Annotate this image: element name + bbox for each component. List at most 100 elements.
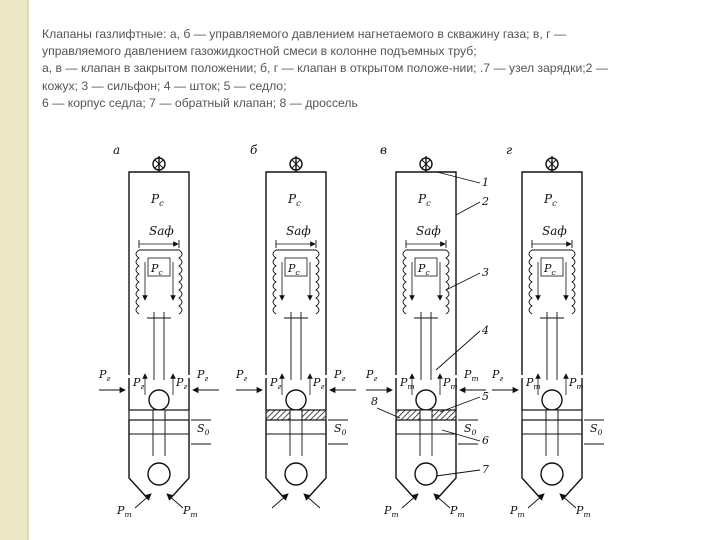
callout-7: 7 <box>482 463 489 476</box>
s-label: Sаф <box>286 224 311 238</box>
pressure-side-left: Pг <box>235 368 247 383</box>
seat-orifice <box>419 409 433 421</box>
bellows-left <box>135 249 140 315</box>
check-valve-ball <box>540 462 564 486</box>
pressure-inner-left: Pг <box>132 376 144 391</box>
pressure-side-left: Pг <box>491 368 503 383</box>
slide-left-strip <box>0 0 27 540</box>
seat-walls <box>128 378 190 410</box>
valve-housing <box>521 171 583 375</box>
leader-1 <box>436 171 481 184</box>
valve-ball <box>415 389 437 411</box>
slide-left-strip-edge <box>27 0 29 540</box>
caption-line-1: Клапаны газлифтные: а, б — управляемого … <box>42 27 567 41</box>
pressure-top: Pc <box>287 192 301 208</box>
figure-caption: Клапаны газлифтные: а, б — управляемого … <box>42 26 682 112</box>
bellows-left <box>272 249 277 315</box>
bellows-right <box>445 249 450 315</box>
pressure-side-right: Pт <box>463 368 479 383</box>
pressure-bottom-right: Pт <box>182 504 198 519</box>
seat-orifice <box>545 409 559 421</box>
bellows-left <box>528 249 533 315</box>
valve-ball <box>148 389 170 411</box>
pressure-bellows: Pc <box>287 262 300 277</box>
pressure-inner-right: Pт <box>442 376 458 391</box>
callout-1: 1 <box>482 176 489 189</box>
bellows-right <box>571 249 576 315</box>
pressure-inner-left: Pт <box>399 376 415 391</box>
check-valve-ball <box>414 462 438 486</box>
caption-line-5: 6 — корпус седла; 7 — обратный клапан; 8… <box>42 95 358 110</box>
pressure-top: Pc <box>150 192 164 208</box>
pressure-inner-right: Pг <box>312 376 324 391</box>
caption-line-3: а, в — клапан в закрытом положении; б, г… <box>42 61 609 76</box>
lower-chamber <box>395 420 457 501</box>
pressure-inner-right: Pт <box>568 376 584 391</box>
seat-walls <box>521 378 583 410</box>
leader-3 <box>445 272 481 291</box>
callout-numbers: 1 2 3 4 5 6 7 8 <box>371 171 489 477</box>
charging-node-icon <box>419 157 433 171</box>
valve-housing <box>395 171 457 375</box>
valve-ball <box>541 389 563 411</box>
pressure-side-left: Pг <box>365 368 377 383</box>
leader-6 <box>441 429 481 442</box>
pressure-bottom-left: Pт <box>383 504 399 519</box>
pressure-inner-left: Pт <box>525 376 541 391</box>
callout-8: 8 <box>371 395 378 408</box>
callout-2: 2 <box>481 195 489 208</box>
charging-node-icon <box>289 157 303 171</box>
charging-node-icon <box>152 157 166 171</box>
valve-ball <box>285 389 307 411</box>
bellows-label-box <box>540 257 564 277</box>
leader-2 <box>455 201 481 216</box>
callout-4: 4 <box>481 324 489 337</box>
valve-letter: г <box>506 143 512 157</box>
s-label: Sаф <box>416 224 441 238</box>
valve-letter: в <box>380 143 387 157</box>
caption-line-4: кожух; 3 — сильфон; 4 — шток; 5 — седло; <box>42 78 287 93</box>
bellows-right <box>178 249 183 315</box>
bellows-right <box>315 249 320 315</box>
lower-chamber <box>265 420 327 501</box>
callout-6: 6 <box>482 434 489 447</box>
check-valve-ball <box>147 462 171 486</box>
pressure-bellows: Pc <box>417 262 430 277</box>
valve-housing <box>128 171 190 375</box>
valve-letter: а <box>113 143 120 157</box>
s0-label: S0 <box>590 422 603 437</box>
pressure-bottom-left: Pт <box>509 504 525 519</box>
pressure-bottom-right: Pт <box>575 504 591 519</box>
pressure-top: Pc <box>543 192 557 208</box>
bellows-label-box <box>147 257 171 277</box>
callout-3: 3 <box>482 266 489 279</box>
valve-letter: б <box>250 143 258 157</box>
s-label: Sаф <box>149 224 174 238</box>
pressure-side-right: Pг <box>333 368 345 383</box>
pressure-side-right: Pг <box>196 368 208 383</box>
s0-label: S0 <box>334 422 347 437</box>
pressure-bellows: Pc <box>150 262 163 277</box>
leader-4 <box>435 330 481 371</box>
lower-chamber <box>128 420 190 501</box>
pressure-side-left: Pг <box>98 368 110 383</box>
leader-8 <box>376 407 401 419</box>
pressure-bottom-left: Pт <box>116 504 132 519</box>
pressure-bellows: Pc <box>543 262 556 277</box>
pressure-top: Pc <box>417 192 431 208</box>
bellows-label-box <box>414 257 438 277</box>
valve-housing <box>265 171 327 375</box>
seat-walls <box>265 378 327 410</box>
s0-label: S0 <box>197 422 210 437</box>
pressure-inner-left: Pг <box>269 376 281 391</box>
seat-walls <box>395 378 457 410</box>
seat-orifice <box>289 409 303 421</box>
pressure-bottom-right: Pт <box>449 504 465 519</box>
callout-5: 5 <box>482 390 489 403</box>
charging-node-icon <box>545 157 559 171</box>
leader-7 <box>435 469 481 477</box>
